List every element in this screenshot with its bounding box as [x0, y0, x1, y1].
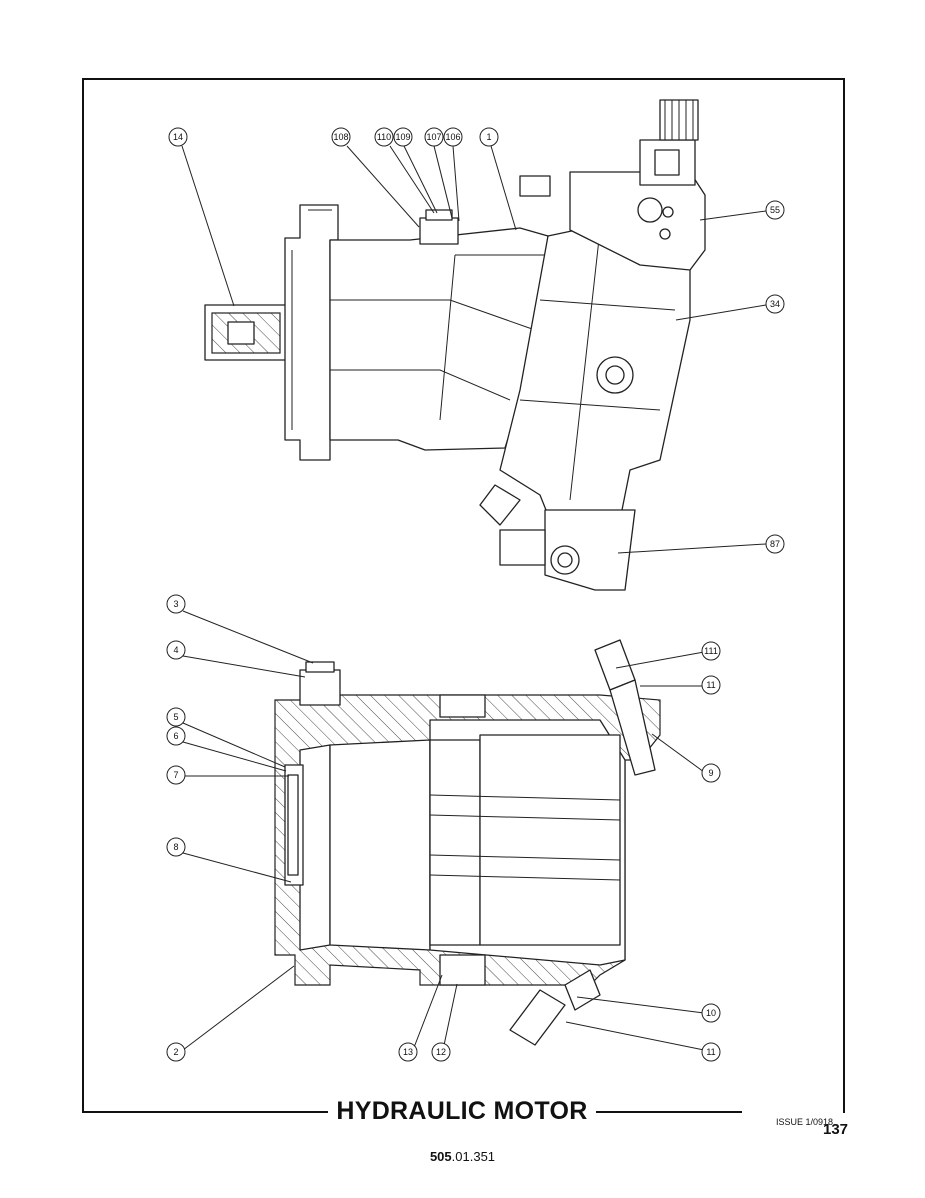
svg-text:106: 106 [445, 132, 460, 142]
page-number: 137 [823, 1121, 849, 1138]
svg-text:107: 107 [426, 132, 441, 142]
drawing-frame [82, 78, 845, 1113]
part-number: 505.01.351 [0, 1149, 925, 1164]
page-title: HYDRAULIC MOTOR [336, 1097, 588, 1125]
callout-87: 87 [765, 534, 785, 554]
svg-text:6: 6 [173, 731, 178, 741]
svg-text:11: 11 [706, 1047, 715, 1057]
svg-text:11: 11 [706, 680, 715, 690]
svg-text:9: 9 [708, 768, 713, 778]
svg-text:87: 87 [770, 539, 780, 549]
callout-10: 10 [701, 1003, 721, 1023]
motor-section-view [274, 639, 661, 1046]
svg-text:13: 13 [403, 1047, 413, 1057]
callout-5: 5 [166, 707, 186, 727]
title-rule-left [82, 1111, 328, 1113]
callout-8: 8 [166, 837, 186, 857]
part-number-suffix: .01.351 [451, 1149, 496, 1164]
svg-text:4: 4 [173, 645, 178, 655]
callout-11: 11 [701, 1042, 721, 1062]
callout-4: 4 [166, 640, 186, 660]
svg-text:5: 5 [173, 712, 178, 722]
svg-text:8: 8 [173, 842, 178, 852]
svg-text:10: 10 [706, 1008, 716, 1018]
svg-text:109: 109 [395, 132, 410, 142]
svg-text:3: 3 [173, 599, 178, 609]
svg-text:1: 1 [486, 132, 491, 142]
callout-11: 11 [701, 675, 721, 695]
callout-7: 7 [166, 765, 186, 785]
issue-label: ISSUE 1/0918 [776, 1117, 834, 1127]
svg-text:7: 7 [173, 770, 178, 780]
svg-text:111: 111 [704, 646, 718, 656]
svg-text:108: 108 [333, 132, 348, 142]
svg-text:14: 14 [173, 132, 183, 142]
callout-55: 55 [765, 200, 785, 220]
callout-9: 9 [701, 763, 721, 783]
callout-12: 12 [431, 1042, 451, 1062]
callout-1: 1 [479, 127, 499, 147]
title-rule-right [596, 1111, 742, 1113]
callout-111: 111 [701, 641, 721, 661]
callout-110: 110 [374, 127, 394, 147]
leader-lines [181, 145, 767, 1051]
svg-text:110: 110 [377, 132, 391, 142]
part-number-prefix: 505 [429, 1149, 452, 1164]
callout-13: 13 [398, 1042, 418, 1062]
callout-109: 109 [393, 127, 413, 147]
callout-3: 3 [166, 594, 186, 614]
callout-2: 2 [166, 1042, 186, 1062]
callout-108: 108 [331, 127, 351, 147]
svg-text:55: 55 [770, 205, 780, 215]
callout-14: 14 [168, 127, 188, 147]
callout-6: 6 [166, 726, 186, 746]
svg-text:2: 2 [173, 1047, 178, 1057]
callout-34: 34 [765, 294, 785, 314]
callout-107: 107 [424, 127, 444, 147]
callout-106: 106 [443, 127, 463, 147]
svg-text:34: 34 [770, 299, 780, 309]
motor-external-view [204, 99, 706, 591]
svg-text:12: 12 [436, 1047, 446, 1057]
